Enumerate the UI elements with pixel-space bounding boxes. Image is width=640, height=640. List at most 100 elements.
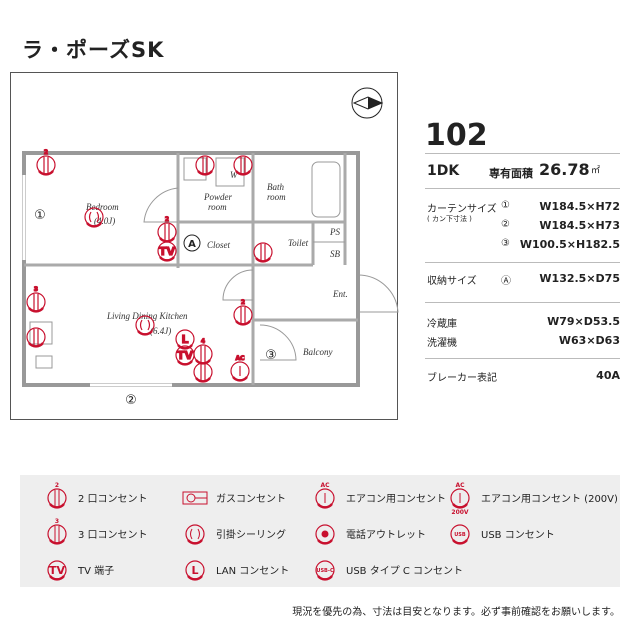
two-outlet-icon: 2	[47, 482, 67, 509]
curtain-mark-3: ③	[501, 238, 510, 249]
room-label-toilet: Toilet	[288, 238, 309, 248]
legend-label: エアコン用コンセント	[346, 493, 446, 505]
room-size-ldk: (6.4J)	[150, 326, 171, 336]
divider	[425, 153, 620, 154]
window-marker-3: ③	[265, 348, 277, 363]
legend-label: エアコン用コンセント (200V)	[481, 493, 618, 505]
room-label-ps: PS	[329, 227, 340, 237]
sink	[29, 321, 53, 345]
divider	[425, 302, 620, 303]
floorplan: Bedroom (4.0J) Powder room W Bath room C…	[22, 87, 399, 408]
unit-number: 102	[425, 118, 488, 153]
usb-outlet-icon: USB	[450, 524, 470, 545]
icon-glyph: 2	[55, 482, 59, 489]
icon-glyph: 3	[34, 286, 38, 293]
washer-label: 洗濯機	[427, 338, 457, 349]
two-outlet-marker: 4	[193, 337, 213, 365]
legend-label: 2 口コンセント	[78, 493, 148, 505]
curtain-sublabel: ( カン下寸法 )	[427, 215, 472, 223]
curtain-label: カーテンサイズ	[427, 204, 497, 215]
floorplan-frame	[10, 72, 398, 420]
room-label-ent: Ent.	[332, 289, 348, 299]
washbasin	[183, 157, 207, 181]
door-swing	[222, 269, 254, 301]
area-value: 26.78	[539, 160, 590, 179]
icon-glyph: AC	[455, 482, 465, 489]
window-marker-2: ②	[125, 393, 137, 408]
two-outlet-marker: 2	[36, 148, 56, 176]
icon-glyph: TV	[159, 245, 176, 258]
legend-label: 引掛シーリング	[216, 529, 286, 541]
gas-outlet-icon	[182, 491, 208, 505]
icon-glyph: USB-C	[316, 568, 334, 574]
icon-glyph: 3	[55, 518, 59, 525]
legend-item: AC エアコン用コンセント	[310, 482, 446, 510]
fridge-size: W79×D53.5	[547, 315, 620, 328]
room-label-bath: Bath	[267, 182, 284, 192]
layout-type: 1DK	[427, 163, 460, 179]
property-title: ラ・ポーズSK	[22, 38, 165, 62]
lan-outlet-icon: L	[185, 560, 205, 581]
tv-terminal-icon: TV	[47, 560, 67, 581]
door-swing	[143, 187, 179, 223]
icon-glyph: 2	[44, 149, 48, 156]
icon-glyph: 2	[241, 299, 245, 306]
two-outlet-marker	[195, 155, 215, 176]
curtain-mark-1: ①	[501, 200, 510, 211]
bathtub	[311, 161, 341, 218]
curtain-mark-2: ②	[501, 219, 510, 230]
north-arrow-icon	[351, 87, 384, 119]
storage-marker-a: A	[188, 239, 196, 250]
ac-outlet-icon: AC	[315, 482, 335, 509]
three-outlet-icon: 3	[47, 518, 67, 545]
legend-label: 電話アウトレット	[346, 529, 426, 541]
outer-wall	[22, 151, 360, 387]
icon-glyph: TV	[177, 349, 194, 362]
washer-size: W63×D63	[558, 334, 620, 347]
icon-glyph: L	[191, 564, 198, 577]
curtain-size-1: W184.5×H72	[539, 200, 620, 213]
room-label-closet: Closet	[207, 240, 231, 250]
icon-glyph: L	[181, 333, 188, 346]
icon-glyph: 4	[201, 338, 205, 345]
room-label-sb: SB	[330, 249, 341, 259]
lan-outlet-marker: L	[175, 329, 195, 350]
legend-label: ガスコンセント	[216, 493, 286, 505]
icon-glyph: 2	[165, 216, 169, 223]
area-unit: ㎡	[591, 166, 601, 176]
two-outlet-marker	[233, 155, 253, 176]
storage-mark: Ⓐ	[501, 276, 511, 287]
icon-glyph: USB	[454, 532, 466, 538]
two-outlet-marker	[253, 242, 273, 263]
door-swing	[259, 324, 297, 361]
tv-terminal-marker: TV	[157, 241, 177, 262]
room-label-powder2: room	[208, 202, 227, 212]
two-outlet-marker	[193, 362, 213, 383]
legend-label: LAN コンセント	[216, 565, 290, 577]
divider	[425, 188, 620, 189]
two-outlet-marker	[26, 327, 46, 348]
fridge-label: 冷蔵庫	[427, 319, 457, 330]
room-size-bedroom: (4.0J)	[94, 216, 115, 226]
curtain-size-3: W100.5×H182.5	[519, 238, 620, 251]
curtain-size-2: W184.5×H73	[539, 219, 620, 232]
breaker-value: 40A	[596, 369, 620, 382]
breaker-label: ブレーカー表記	[427, 373, 497, 384]
divider	[425, 262, 620, 263]
divider	[425, 358, 620, 359]
room-label-powder: Powder	[203, 192, 232, 202]
storage-size: W132.5×D75	[539, 272, 620, 285]
disclaimer-note: 現況を優先の為、寸法は目安となります。必ず事前確認をお願いします。	[292, 607, 620, 618]
ceiling-hook-marker	[135, 315, 155, 336]
washer-space	[215, 157, 245, 187]
tv-terminal-marker: TV	[175, 345, 195, 366]
room-label-balcony: Balcony	[303, 347, 333, 357]
ceiling-hook-marker	[84, 207, 104, 228]
room-label-bedroom: Bedroom	[86, 202, 119, 212]
